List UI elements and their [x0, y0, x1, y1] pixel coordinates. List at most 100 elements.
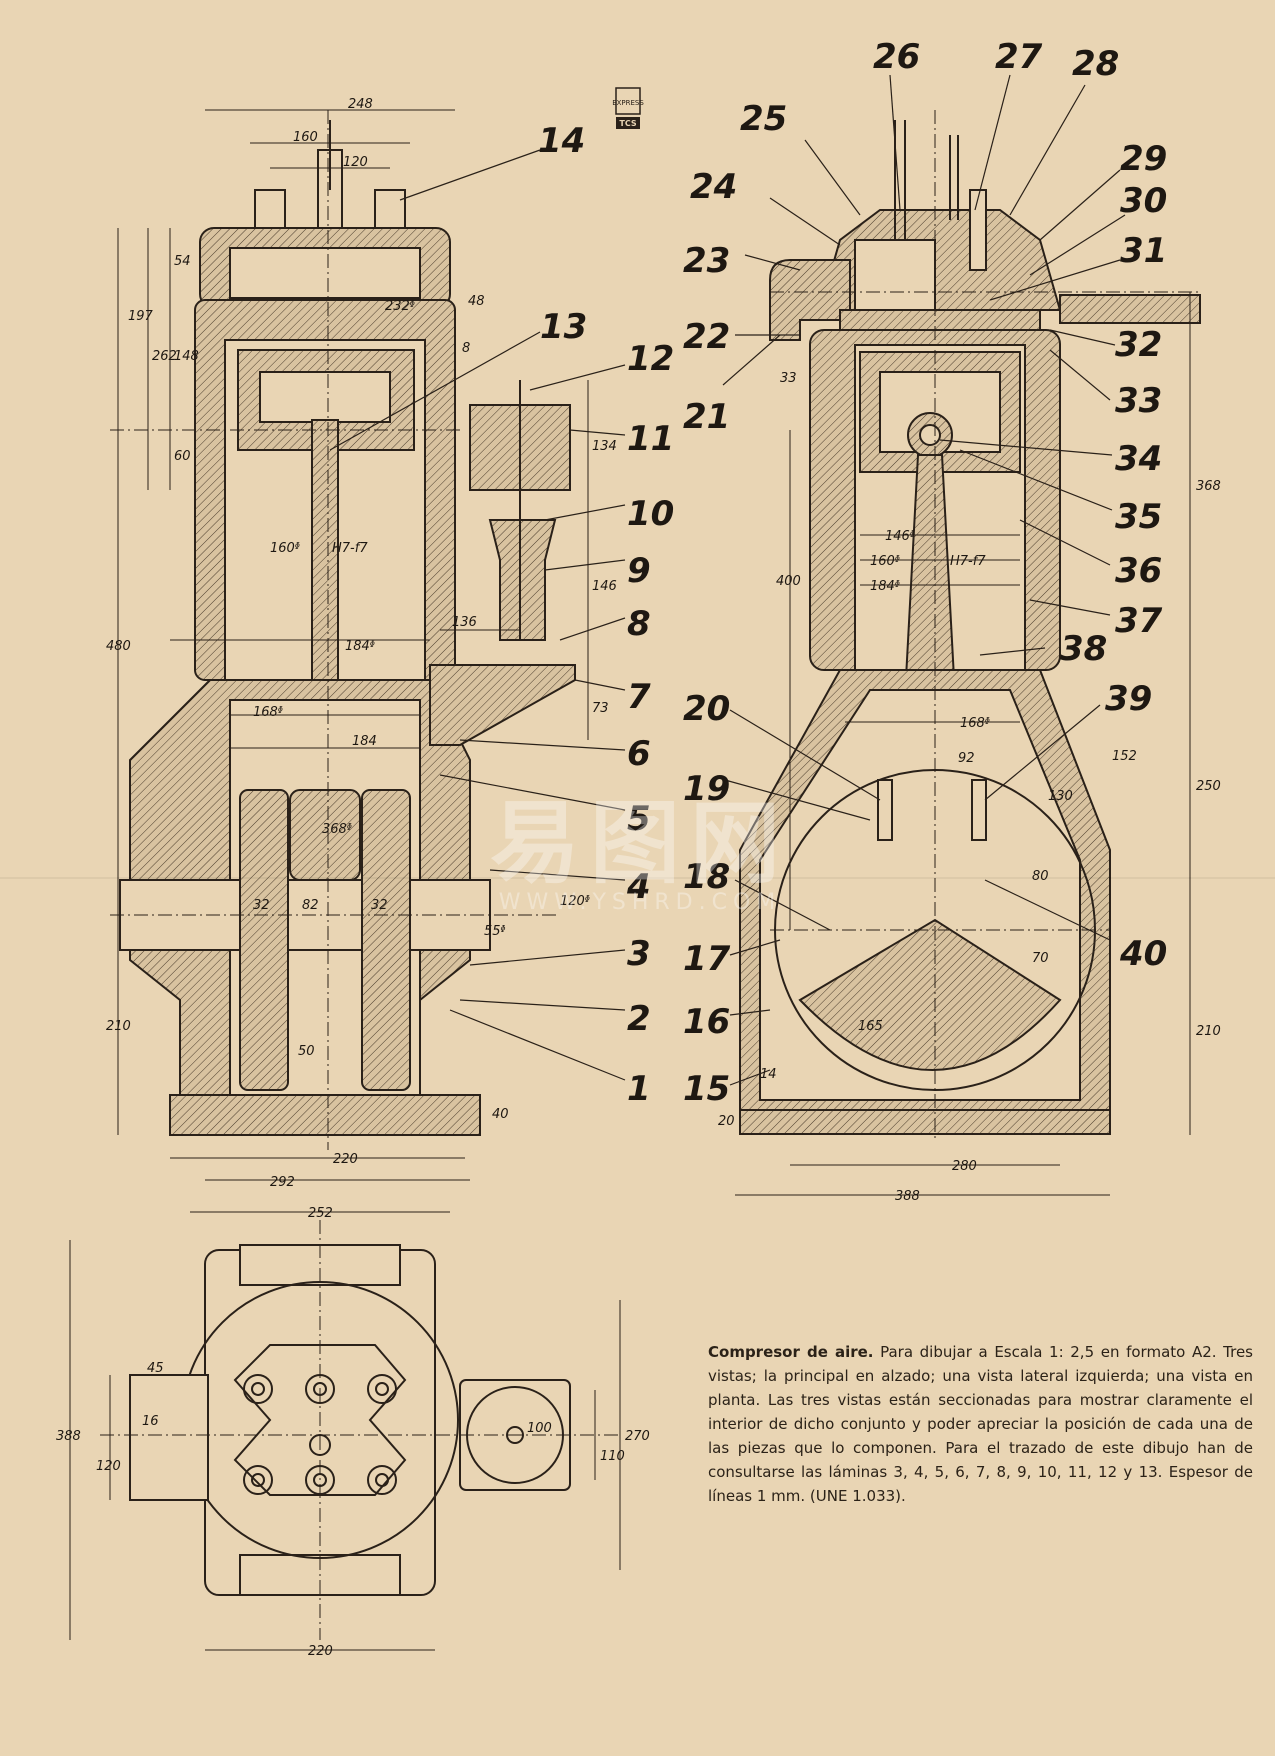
base-plate — [169, 1094, 481, 1136]
part-13: 13 — [540, 307, 587, 347]
part-9: 9 — [627, 551, 651, 591]
dim-148: 148 — [174, 349, 199, 364]
caption-body: Para dibujar a Escala 1: 2,5 en formato … — [708, 1343, 1253, 1505]
part-8: 8 — [627, 604, 651, 644]
part-7: 7 — [627, 677, 651, 717]
dim-48: 48 — [468, 294, 485, 309]
dimension-lines — [69, 109, 1191, 1651]
side-dim-165: 165 — [858, 1019, 883, 1034]
side-dim-160: 160ᶲ — [870, 554, 900, 569]
part-24: 24 — [690, 167, 737, 207]
dim-55: 55ᶲ — [484, 924, 506, 939]
part-15: 15 — [683, 1069, 730, 1109]
inlet-pipe — [769, 259, 851, 341]
logo-top: EXPRESS — [612, 99, 644, 107]
part-22: 22 — [683, 317, 730, 357]
bracket — [429, 664, 576, 746]
dim-160: 160 — [293, 130, 318, 145]
dim-292: 292 — [270, 1175, 295, 1190]
dim-480: 480 — [106, 639, 131, 654]
part-21: 21 — [683, 397, 730, 437]
part-20: 20 — [683, 689, 730, 729]
part-39: 39 — [1105, 679, 1152, 719]
side-dim-70: 70 — [1032, 951, 1049, 966]
dim-220: 220 — [333, 1152, 358, 1167]
leader-lines — [329, 74, 1126, 1086]
part-numbers-front: 14 13 12 11 10 9 8 7 6 5 4 3 2 1 — [538, 121, 674, 1109]
plan-dim-16: 16 — [142, 1414, 159, 1429]
side-dim-280: 280 — [952, 1159, 977, 1174]
dim-168: 168ᶲ — [253, 705, 283, 720]
plan-dim-45: 45 — [147, 1361, 164, 1376]
side-dim-h7: H7-f7 — [950, 554, 986, 569]
side-dim-388: 388 — [895, 1189, 920, 1204]
side-dim-368: 368 — [1196, 479, 1221, 494]
side-dim-146: 146ᶲ — [885, 529, 915, 544]
dim-32b: 32 — [371, 898, 388, 913]
dim-82: 82 — [302, 898, 319, 913]
dim-134: 134 — [592, 439, 617, 454]
part-1: 1 — [627, 1069, 651, 1109]
plan-dim-252: 252 — [308, 1206, 333, 1221]
front-dimension-labels: 248 160 120 232ᶲ 48 8 197 262 54 148 60 … — [106, 97, 617, 1190]
part-35: 35 — [1115, 497, 1162, 537]
part-10: 10 — [627, 494, 674, 534]
dim-54: 54 — [174, 254, 191, 269]
caption: Compresor de aire. Para dibujar a Escala… — [708, 1340, 1253, 1508]
dim-8: 8 — [462, 341, 470, 356]
part-numbers-side: 25 26 27 28 24 29 30 23 31 22 32 21 33 3… — [683, 37, 1167, 1109]
dim-184: 184ᶲ — [345, 639, 375, 654]
side-dim-250: 250 — [1196, 779, 1221, 794]
side-dim-33: 33 — [780, 371, 797, 386]
side-dim-14: 14 — [760, 1067, 777, 1082]
part-31: 31 — [1120, 231, 1167, 271]
dim-60: 60 — [174, 449, 191, 464]
part-19: 19 — [683, 769, 730, 809]
dim-120b: 120ᶲ — [560, 894, 590, 909]
plan-dim-220: 220 — [308, 1644, 333, 1659]
side-dim-92: 92 — [958, 751, 975, 766]
dim-32a: 32 — [253, 898, 270, 913]
side-dim-152: 152 — [1112, 749, 1137, 764]
dim-262: 262 — [152, 349, 177, 364]
side-dim-130: 130 — [1048, 789, 1073, 804]
part-5: 5 — [627, 799, 651, 839]
plan-bolts — [243, 1374, 397, 1495]
part-37: 37 — [1115, 601, 1163, 641]
part-30: 30 — [1120, 181, 1167, 221]
side-dim-184: 184ᶲ — [870, 579, 900, 594]
dim-210: 210 — [106, 1019, 131, 1034]
caption-title: Compresor de aire. — [708, 1343, 874, 1361]
part-40: 40 — [1119, 934, 1167, 974]
part-29: 29 — [1120, 139, 1167, 179]
part-17: 17 — [683, 939, 731, 979]
plan-dim-100: 100 — [527, 1421, 552, 1436]
dim-197: 197 — [128, 309, 154, 324]
dim-184b: 184 — [352, 734, 377, 749]
part-36: 36 — [1115, 551, 1162, 591]
part-2: 2 — [627, 999, 651, 1039]
part-12: 12 — [627, 339, 674, 379]
part-38: 38 — [1060, 629, 1107, 669]
dim-248: 248 — [348, 97, 373, 112]
part-6: 6 — [627, 734, 651, 774]
part-14: 14 — [538, 121, 585, 161]
plan-dim-270: 270 — [625, 1429, 650, 1444]
side-dimension-labels: 33 146ᶲ 160ᶲ 184ᶲ H7-f7 400 368 168ᶲ 92 … — [718, 371, 1221, 1204]
logo-bottom: TCS — [619, 119, 636, 128]
side-dim-168: 168ᶲ — [960, 716, 990, 731]
dim-232: 232ᶲ — [385, 299, 415, 314]
part-26: 26 — [873, 37, 920, 77]
plan-view — [100, 1220, 620, 1640]
part-34: 34 — [1115, 439, 1162, 479]
dim-h7: H7-f7 — [332, 541, 368, 556]
part-27: 27 — [995, 37, 1043, 77]
part-11: 11 — [627, 419, 674, 459]
front-view — [110, 110, 576, 1150]
part-25: 25 — [740, 99, 787, 139]
dim-160b: 160ᶲ — [270, 541, 300, 556]
dim-40: 40 — [492, 1107, 509, 1122]
paper-fold — [0, 877, 1275, 879]
plan-dim-120: 120 — [96, 1459, 121, 1474]
